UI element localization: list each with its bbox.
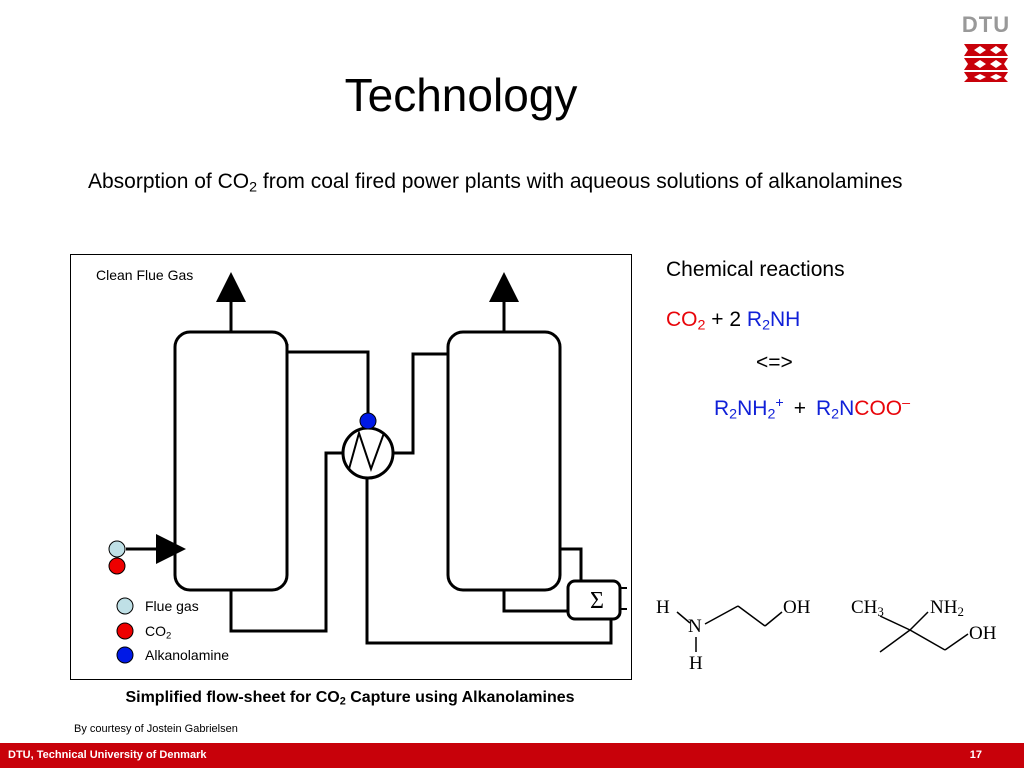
product-carbamate-n: N (839, 397, 855, 420)
amp-nh2: NH2 (930, 597, 964, 619)
intro-text-sub: 2 (249, 179, 258, 196)
heat-exchanger-zigzag (348, 429, 385, 473)
reboiler-symbol: Σ (590, 588, 604, 614)
clean-flue-gas-label: Clean Flue Gas (96, 267, 194, 283)
legend-alkanolamine-dot (116, 646, 134, 664)
product-carbamate-charge: – (902, 395, 911, 412)
reactant-amine-sub: 2 (762, 317, 770, 334)
amp-nh2-main: NH (930, 597, 958, 618)
amp-ch3-sub: 3 (877, 604, 884, 620)
amp-oh: OH (969, 623, 997, 644)
mea-h-bottom: H (689, 653, 703, 674)
reactant-co2-main: CO (666, 308, 698, 331)
reactant-amine-nh: NH (770, 308, 801, 331)
lean-return-line (365, 471, 613, 645)
product-carbamate-r: R2N (816, 397, 855, 423)
mea-h-left: H (656, 597, 670, 618)
page-number: 17 (969, 749, 982, 761)
product-carbamate-coo-main: COO (854, 397, 903, 420)
reactant-co2-sub: 2 (697, 317, 706, 334)
dtu-logo-text: DTU (961, 12, 1011, 37)
heat-exchanger (341, 426, 395, 480)
rich-amine-line (229, 451, 343, 633)
legend-co2-dot (116, 622, 134, 640)
diagram-caption-sub: 2 (339, 695, 346, 708)
legend-flue-gas-dot (116, 597, 134, 615)
mea-oh: OH (783, 597, 811, 618)
mea-n: N (688, 616, 702, 637)
reaction-plus-2-wrap: + (794, 397, 806, 420)
product-ammonium-nh-sub: 2 (767, 406, 776, 423)
equilibrium-arrow: <=> (756, 351, 793, 374)
flowsheet-svg: Σ (108, 272, 627, 664)
intro-text-before: Absorption of CO (88, 170, 250, 193)
product-carbamate-r-main: R (816, 397, 832, 420)
reaction-plus-2: + (793, 397, 806, 420)
reactant-amine-r: R (746, 308, 763, 331)
flue-gas-dot (108, 540, 126, 558)
amp-ch3: CH3 (851, 597, 884, 619)
slide-title: Technology (344, 69, 578, 121)
stripper-to-reboiler-line (560, 547, 583, 581)
legend-label-co2-sub: 2 (166, 630, 172, 642)
diagram-caption-after: Capture using Alkanolamines (345, 689, 575, 706)
reboiler-return-line (502, 590, 568, 613)
product-ammonium-nh: NH (737, 397, 768, 420)
molecule-bonds (676, 605, 969, 653)
lean-amine-to-absorber-line (285, 344, 370, 421)
diagram-caption-before: Simplified flow-sheet for CO (125, 689, 340, 706)
product-carbamate-r-sub: 2 (831, 406, 840, 423)
product-carbamate-coo: COO– (854, 395, 911, 420)
diagram-caption: Simplified flow-sheet for CO2 Capture us… (0, 689, 700, 707)
dtu-logo-mark (964, 44, 1008, 82)
reactant-amine: R2NH (746, 308, 801, 334)
reaction-line-2: R2NH2++R2NCOO– (714, 395, 911, 423)
product-ammonium: R2NH2+ (714, 395, 784, 423)
co2-dot (108, 557, 126, 575)
product-ammonium-r: R (714, 397, 730, 420)
reactions-heading: Chemical reactions (666, 258, 845, 281)
product-ammonium-r-sub: 2 (729, 406, 738, 423)
amp-ch3-main: CH (851, 597, 878, 618)
intro-text: Absorption of CO2 from coal fired power … (88, 166, 948, 197)
absorber-column (173, 330, 289, 592)
footer-org: DTU, Technical University of Denmark (8, 749, 207, 761)
legend-label-alkanolamine: Alkanolamine (145, 647, 230, 663)
footer-bar: DTU, Technical University of Denmark 17 (0, 743, 1024, 768)
alkanolamine-dot (359, 412, 377, 430)
legend-label-co2-main: CO (145, 623, 166, 639)
intro-text-after: from coal fired power plants with aqueou… (257, 170, 903, 193)
flowsheet-diagram: Σ Clean Flue Gas Flue gas CO2 Alkanolami… (70, 254, 632, 680)
reaction-plus-1: + 2 (705, 308, 747, 331)
product-ammonium-charge: + (775, 395, 784, 412)
reboiler (566, 579, 622, 621)
dtu-logo: DTU (960, 12, 1012, 82)
reaction-line-1: CO2 + 2 R2NH (666, 308, 801, 334)
stripper-column (446, 330, 562, 592)
legend-label-flue-gas: Flue gas (145, 598, 199, 614)
courtesy-note: By courtesy of Jostein Gabrielsen (74, 723, 238, 735)
rich-to-stripper-line (393, 352, 448, 455)
reactant-co2: CO2 (666, 308, 706, 334)
amp-nh2-sub: 2 (957, 604, 964, 620)
legend-label-co2: CO2 (145, 623, 172, 642)
